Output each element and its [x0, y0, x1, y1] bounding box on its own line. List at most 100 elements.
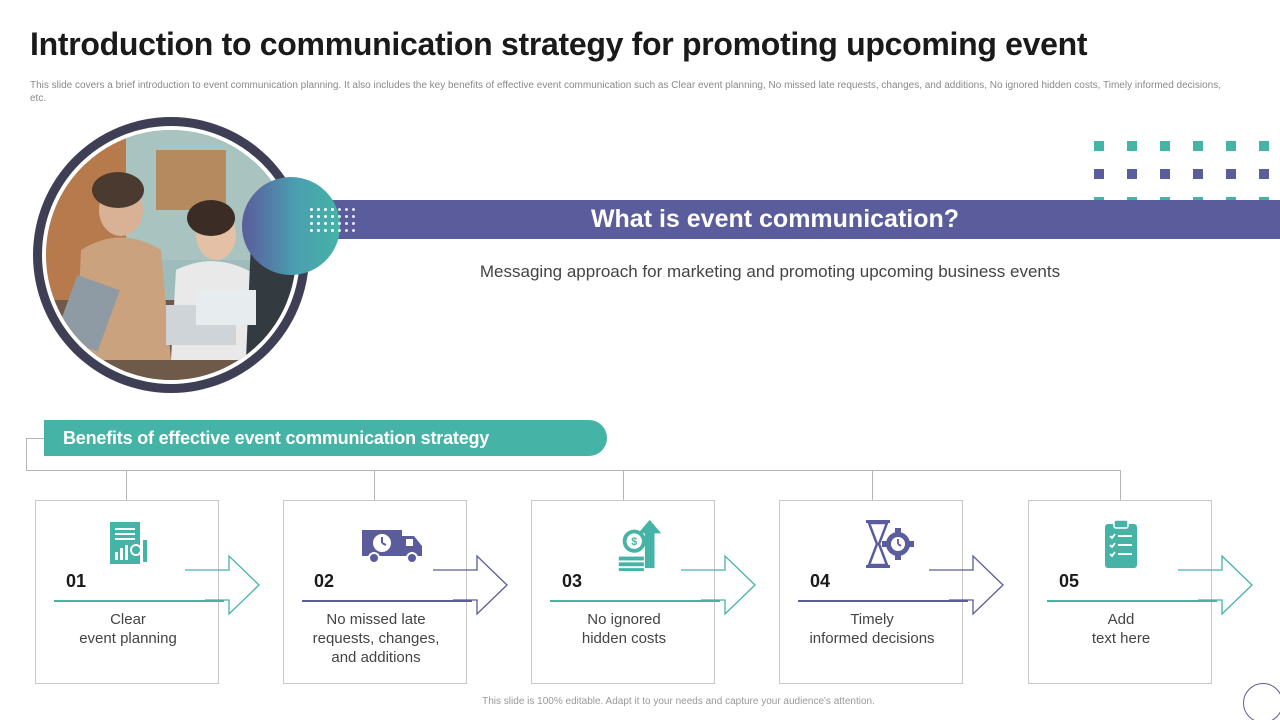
svg-text:$: $: [631, 536, 637, 548]
white-dot: [324, 208, 327, 211]
hourglass-gear-icon: [866, 520, 914, 568]
benefit-text: No ignored hidden costs: [540, 610, 708, 648]
white-dot: [317, 215, 320, 218]
white-dot: [324, 215, 327, 218]
benefit-text-line: No missed late: [326, 611, 426, 628]
team-meeting-image: [46, 130, 296, 380]
decorative-dot: [1127, 169, 1137, 179]
white-dot: [352, 215, 355, 218]
white-dot: [338, 222, 341, 225]
benefits-header: Benefits of effective event communicatio…: [44, 420, 607, 456]
white-dot: [352, 222, 355, 225]
benefit-text: Clear event planning: [44, 610, 212, 648]
benefit-text-line: Clear: [110, 611, 146, 628]
benefit-text-line: requests, changes,: [312, 630, 440, 647]
benefit-number: 02: [314, 571, 335, 591]
white-dot: [310, 229, 313, 232]
benefit-text-line: and additions: [331, 649, 421, 666]
benefit-text-line: Add: [1107, 611, 1135, 628]
white-dot: [324, 222, 327, 225]
connector-left-vertical: [26, 438, 27, 470]
decorative-dot: [1160, 141, 1170, 151]
slide-subtitle: This slide covers a brief introduction t…: [30, 80, 1222, 104]
white-dot: [310, 215, 313, 218]
white-dot: [352, 208, 355, 211]
benefit-text-line: text here: [1091, 630, 1151, 647]
benefit-text-line: informed decisions: [809, 630, 935, 647]
white-dot: [338, 208, 341, 211]
benefit-text-line: Timely: [850, 611, 894, 628]
connector-left-stub: [26, 438, 44, 439]
benefit-card-2: 02 No missed late requests, changes, and…: [283, 500, 472, 684]
benefit-number: 01: [66, 571, 87, 591]
benefit-text: Timely informed decisions: [788, 610, 956, 648]
white-dot: [331, 229, 334, 232]
decorative-dot: [1226, 141, 1236, 151]
document-chart-icon: [110, 522, 147, 564]
banner-bar: What is event communication?: [270, 200, 1280, 239]
white-dot: [317, 222, 320, 225]
benefit-arrow: [929, 554, 1004, 616]
decorative-dot: [1259, 169, 1269, 179]
connector-drop-4: [872, 470, 873, 500]
banner-heading-text: What is event communication?: [590, 205, 960, 233]
banner-heading: What is event communication?: [270, 200, 1280, 239]
white-dot: [310, 222, 313, 225]
card-divider: [550, 600, 720, 602]
benefit-text-line: event planning: [79, 630, 177, 647]
connector-drop-3: [623, 470, 624, 500]
decorative-dot: [1160, 169, 1170, 179]
connector-drop-1: [126, 470, 127, 500]
benefit-arrow: [433, 554, 508, 616]
benefit-text: No missed late requests, changes, and ad…: [292, 610, 460, 667]
benefit-text: Add text here: [1037, 610, 1205, 648]
slide-footer: This slide is 100% editable. Adapt it to…: [482, 696, 875, 707]
benefit-number: 04: [810, 571, 831, 591]
benefit-text-line: hidden costs: [581, 630, 667, 647]
slide-title: Introduction to communication strategy f…: [30, 26, 1088, 62]
white-dot: [324, 229, 327, 232]
benefit-card-5: 05 Add text here: [1028, 500, 1217, 684]
benefit-arrow: [681, 554, 756, 616]
banner-message: Messaging approach for marketing and pro…: [479, 262, 1061, 281]
white-dot: [345, 208, 348, 211]
clipboard-checklist-icon: [1105, 519, 1137, 568]
benefit-card-4: 04 Timely informed decisions: [779, 500, 968, 684]
gradient-accent-circle: [242, 177, 340, 275]
connector-drop-2: [374, 470, 375, 500]
white-dot: [345, 222, 348, 225]
benefit-arrow: [185, 554, 260, 616]
white-dot: [317, 229, 320, 232]
white-dot: [310, 208, 313, 211]
decorative-dot: [1193, 141, 1203, 151]
benefit-number: 03: [562, 571, 583, 591]
corner-decorative-circle: [1243, 683, 1280, 720]
benefit-text-line: No ignored: [587, 611, 661, 628]
decorative-dot: [1259, 141, 1269, 151]
white-dot: [317, 208, 320, 211]
card-divider: [798, 600, 968, 602]
card-divider: [54, 600, 224, 602]
white-dot: [345, 215, 348, 218]
card-divider: [1047, 600, 1217, 602]
white-dot: [345, 229, 348, 232]
benefit-number: 05: [1059, 571, 1080, 591]
decorative-dot: [1094, 141, 1104, 151]
benefit-arrow: [1178, 554, 1253, 616]
white-dot: [338, 229, 341, 232]
decorative-dot: [1127, 141, 1137, 151]
white-dot: [352, 229, 355, 232]
decorative-dot: [1226, 169, 1236, 179]
money-growth-icon: $: [618, 519, 662, 572]
white-dot: [338, 215, 341, 218]
benefit-card-1: 01 Clear event planning: [35, 500, 224, 684]
card-divider: [302, 600, 472, 602]
white-dot-pattern: [310, 208, 360, 238]
white-dot: [331, 222, 334, 225]
connector-horizontal: [26, 470, 1121, 471]
decorative-dot: [1094, 169, 1104, 179]
benefits-heading: Benefits of effective event communicatio…: [63, 428, 490, 448]
connector-drop-5: [1120, 470, 1121, 500]
delivery-truck-clock-icon: [362, 530, 422, 564]
